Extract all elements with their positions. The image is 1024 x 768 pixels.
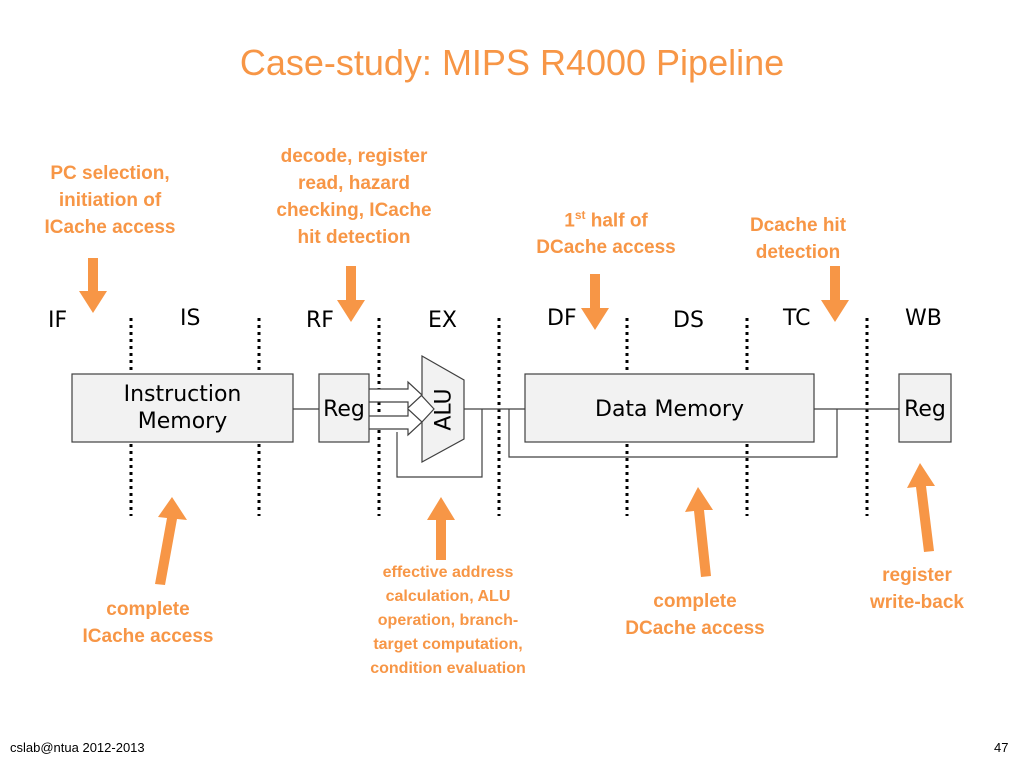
data-memory-box (524, 373, 815, 443)
up-arrow (685, 487, 713, 577)
instruction-memory-box (71, 373, 294, 443)
dmem-bypass-loop (508, 409, 838, 458)
reg-left-box (318, 373, 370, 443)
stage-label-if: IF (48, 308, 68, 333)
stage-label-wb: WB (905, 306, 942, 331)
down-arrow (337, 266, 365, 322)
stage-label-tc: TC (783, 306, 811, 331)
up-arrow (155, 497, 187, 585)
reg-right-label: Reg (904, 397, 946, 422)
stage-label-ds: DS (673, 308, 704, 333)
reg-alu-arrow-upper (369, 380, 423, 410)
reg-left-label: Reg (323, 397, 365, 422)
note-register-writeback: register write-back (870, 565, 964, 613)
note-complete-dcache: complete DCache access (625, 591, 765, 639)
note-pc-selection: PC selection, initiation of ICache acces… (44, 163, 176, 238)
slide-title: Case-study: MIPS R4000 Pipeline (239, 42, 785, 83)
down-arrow (79, 258, 107, 313)
instruction-memory-label: Instruction Memory (123, 382, 242, 434)
bottom-arrows (155, 463, 935, 585)
reg-right-box (898, 373, 952, 443)
down-arrow (581, 274, 609, 330)
data-memory-label: Data Memory (595, 397, 744, 422)
alu-shape (421, 354, 465, 464)
down-arrow (821, 266, 849, 322)
stage-label-ex: EX (428, 308, 457, 333)
note-effective-address: effective address calculation, ALU opera… (370, 564, 526, 677)
alu-bypass-loop (396, 409, 483, 478)
note-decode: decode, register read, hazard checking, … (276, 146, 432, 248)
note-dcache-hit: Dcache hit detection (749, 215, 847, 263)
reg-alu-arrow-lower (369, 407, 423, 437)
footer-credit: cslab@ntua 2012-2013 (10, 740, 145, 755)
stage-label-df: DF (547, 306, 577, 331)
stage-label-rf: RF (306, 308, 334, 333)
note-dcache-first-half: 1st half of DCache access (536, 208, 676, 259)
up-arrow (907, 463, 935, 552)
top-arrows (79, 258, 849, 330)
stage-label-is: IS (180, 306, 201, 331)
alu-label: ALU (431, 388, 457, 431)
page-number: 47 (994, 740, 1009, 755)
note-complete-icache: complete ICache access (82, 599, 214, 647)
up-arrow (427, 497, 455, 560)
connectors (293, 380, 899, 478)
